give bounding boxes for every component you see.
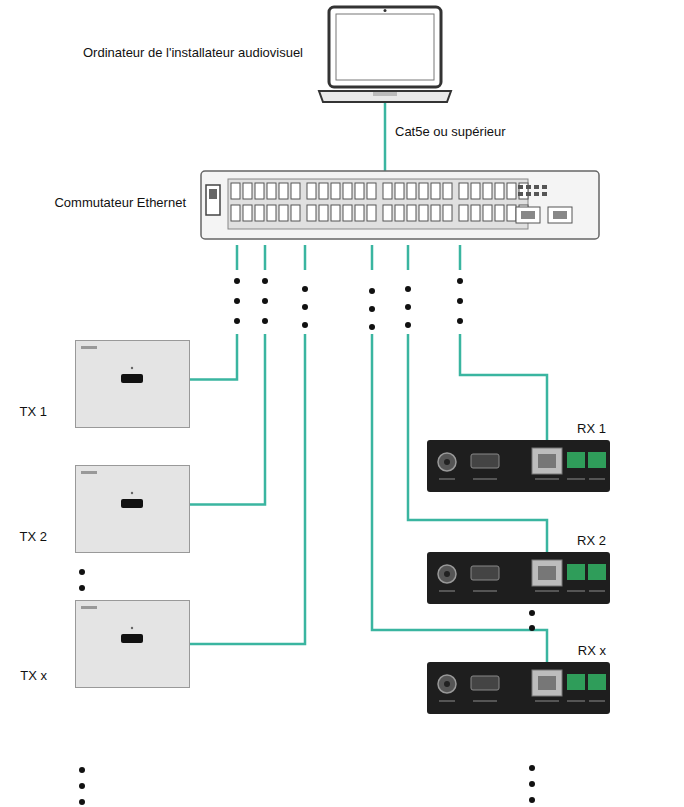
network-cable <box>190 245 305 644</box>
device-label: TX 1 <box>20 404 47 419</box>
device-label: TX 2 <box>20 529 47 544</box>
network-cable <box>460 245 547 448</box>
receiver-box-drawing <box>427 440 610 492</box>
laptop-computer-drawing <box>315 5 455 105</box>
device-label: RX 2 <box>577 533 606 548</box>
transmitter-wallplate-drawing <box>75 600 190 688</box>
receiver-box-drawing <box>427 662 610 714</box>
transmitter-wallplate: TX 2 <box>75 465 190 553</box>
receiver-box: RX x <box>427 662 610 714</box>
receiver-box: RX 1 <box>427 440 610 492</box>
cable-label: Cat5e ou supérieur <box>393 124 508 139</box>
device-label: TX x <box>20 668 47 683</box>
ethernet-switch: Commutateur Ethernet <box>200 165 600 245</box>
transmitter-wallplate-drawing <box>75 340 190 428</box>
device-label: Ordinateur de l'installateur audiovisuel <box>83 45 303 60</box>
device-label: RX 1 <box>577 421 606 436</box>
receiver-box-drawing <box>427 552 610 604</box>
receiver-box: RX 2 <box>427 552 610 604</box>
network-cable <box>408 245 547 560</box>
transmitter-wallplate: TX 1 <box>75 340 190 428</box>
device-label: RX x <box>578 643 606 658</box>
ethernet-switch-drawing <box>200 165 600 245</box>
network-cable <box>384 102 387 177</box>
laptop-computer: Ordinateur de l'installateur audiovisuel <box>315 5 455 105</box>
transmitter-wallplate: TX x <box>75 600 190 688</box>
network-cable <box>190 245 265 505</box>
device-label: Commutateur Ethernet <box>54 195 186 210</box>
transmitter-wallplate-drawing <box>75 465 190 553</box>
